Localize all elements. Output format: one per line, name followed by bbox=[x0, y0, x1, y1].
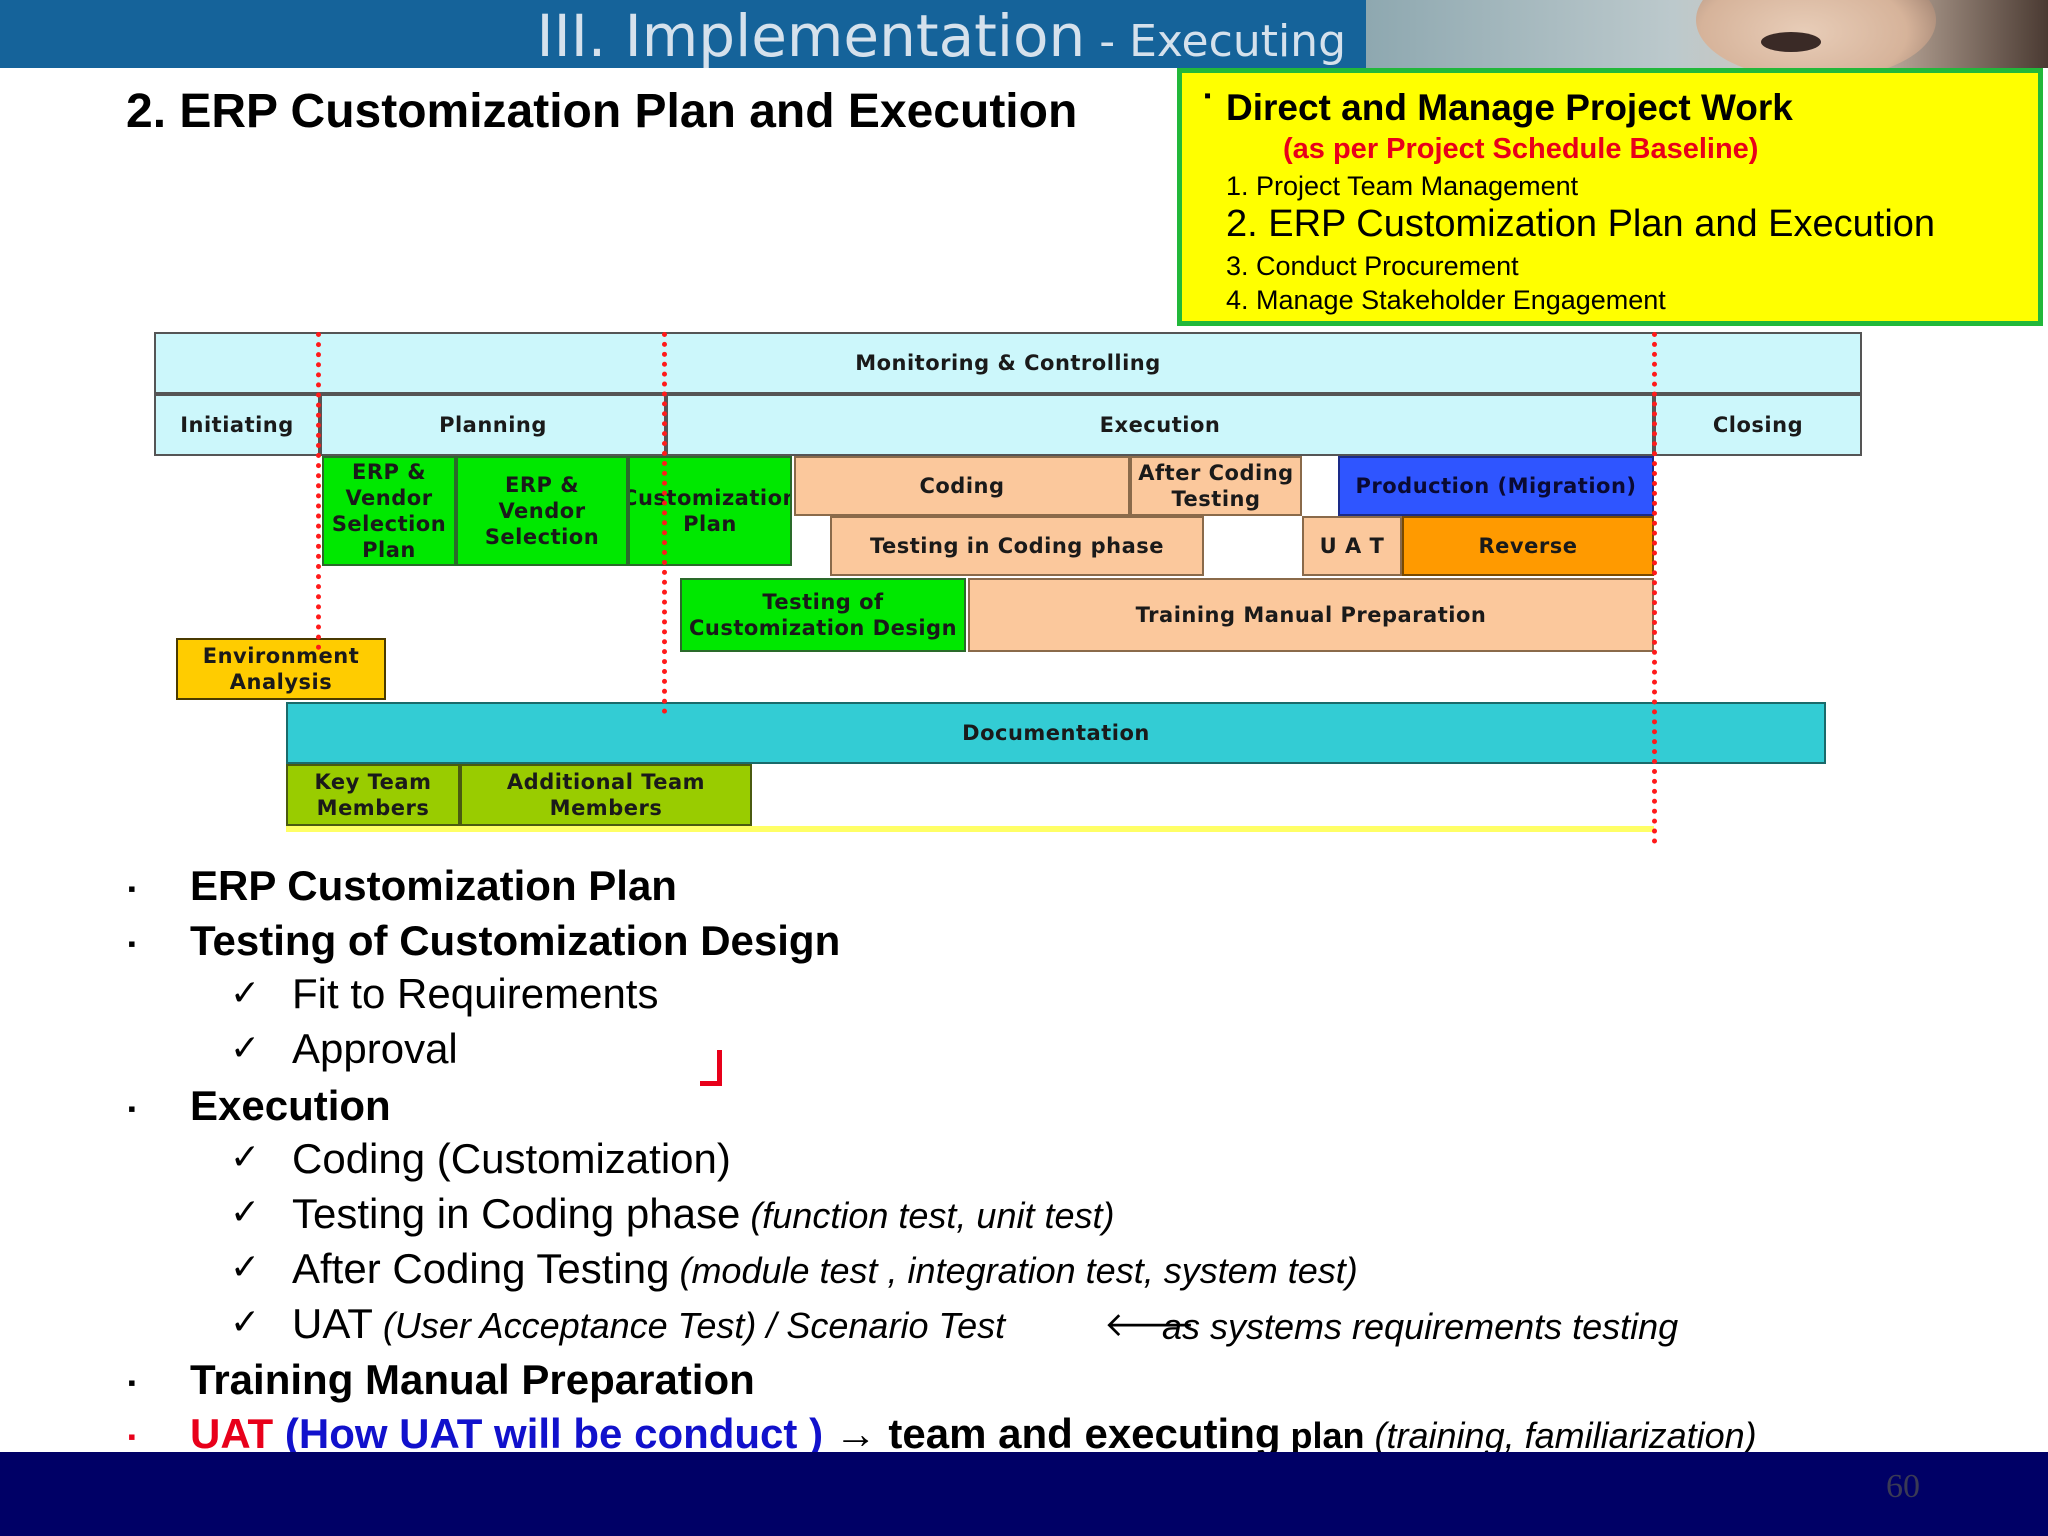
sub-after-coding-note: (module test , integration test, system … bbox=[669, 1250, 1358, 1291]
arrow-right-icon: → bbox=[823, 1410, 889, 1457]
sub-testing-coding: Testing in Coding phase (function test, … bbox=[292, 1190, 1114, 1238]
red-bracket-mark bbox=[700, 1050, 722, 1086]
check-icon: ✓ bbox=[230, 1301, 261, 1342]
header-bar bbox=[0, 0, 1366, 68]
bullet-icon: ▪ bbox=[128, 876, 136, 901]
check-icon: ✓ bbox=[230, 1027, 261, 1068]
check-icon: ✓ bbox=[230, 972, 261, 1013]
bullet-execution: Execution bbox=[190, 1082, 391, 1129]
page-number: 60 bbox=[1886, 1468, 1920, 1505]
process-item: 4. Manage Stakeholder Engagement bbox=[1226, 285, 1666, 315]
uat-red-label: UAT bbox=[190, 1410, 285, 1457]
bullet-training: Training Manual Preparation bbox=[190, 1356, 755, 1403]
sub-uat-note: (User Acceptance Test) / Scenario Test bbox=[372, 1305, 1006, 1346]
sub-uat-label: UAT bbox=[292, 1300, 373, 1347]
sub-after-coding-label: After Coding Testing bbox=[292, 1245, 670, 1292]
task-testing-coding-phase: Testing in Coding phase bbox=[830, 516, 1204, 576]
sub-testing-coding-label: Testing in Coding phase bbox=[292, 1190, 741, 1237]
process-item: 3. Conduct Procurement bbox=[1226, 251, 1519, 281]
sub-uat-note2: as systems requirements testing bbox=[1162, 1306, 1679, 1347]
sub-approval: Approval bbox=[292, 1025, 458, 1072]
face-image bbox=[1696, 0, 1936, 68]
eye-image bbox=[1761, 32, 1821, 52]
uat-plan-note: (training, familiarization) bbox=[1364, 1415, 1757, 1456]
bullet-testing-design: Testing of Customization Design bbox=[190, 917, 841, 964]
task-erp-vendor-selection: ERP & Vendor Selection bbox=[456, 456, 628, 566]
section-title: III. Implementation - Executing bbox=[0, 0, 1346, 70]
check-icon: ✓ bbox=[230, 1191, 261, 1232]
bullet-customization-plan: ERP Customization Plan bbox=[190, 862, 677, 909]
process-subheading: (as per Project Schedule Baseline) bbox=[1283, 133, 1759, 165]
slide-title: 2. ERP Customization Plan and Execution bbox=[126, 85, 1078, 138]
phase-planning: Planning bbox=[320, 394, 666, 456]
task-additional-team-members: Additional Team Members bbox=[460, 764, 752, 826]
uat-plan-label: plan bbox=[1280, 1415, 1365, 1456]
arrow-left-icon: 🡐 bbox=[1104, 1306, 1196, 1344]
section-title-sub: - Executing bbox=[1085, 16, 1346, 67]
sub-coding: Coding (Customization) bbox=[292, 1135, 731, 1182]
task-coding: Coding bbox=[794, 456, 1130, 516]
phase-closing: Closing bbox=[1654, 394, 1862, 456]
header-photo bbox=[1366, 0, 2048, 68]
task-testing-customization-design: Testing of Customization Design bbox=[680, 578, 966, 652]
task-reverse: Reverse bbox=[1402, 516, 1654, 576]
phase-boundary-planning bbox=[662, 332, 667, 714]
section-title-main: III. Implementation bbox=[536, 2, 1086, 70]
check-icon: ✓ bbox=[230, 1246, 261, 1287]
bullet-icon: ▪ bbox=[128, 1370, 136, 1395]
phase-boundary-initiating bbox=[316, 332, 321, 650]
phase-initiating: Initiating bbox=[154, 394, 320, 456]
sub-testing-coding-note: (function test, unit test) bbox=[740, 1195, 1115, 1236]
monitoring-controlling-bar: Monitoring & Controlling bbox=[154, 332, 1862, 394]
uat-blue-label: (How UAT will be conduct ) bbox=[284, 1410, 824, 1457]
task-environment-analysis: Environment Analysis bbox=[176, 638, 386, 700]
bullet-icon: ▪ bbox=[128, 1096, 136, 1121]
bullet-icon-red: ▪ bbox=[128, 1424, 136, 1449]
sub-after-coding: After Coding Testing (module test , inte… bbox=[292, 1245, 1358, 1293]
task-production-migration: Production (Migration) bbox=[1338, 456, 1654, 516]
process-item: 1. Project Team Management bbox=[1226, 171, 1579, 201]
task-erp-vendor-selection-plan: ERP & Vendor Selection Plan bbox=[322, 456, 456, 566]
task-customization-plan: Customization Plan bbox=[628, 456, 792, 566]
sub-uat: UAT (User Acceptance Test) / Scenario Te… bbox=[292, 1300, 1005, 1348]
task-key-team-members: Key Team Members bbox=[286, 764, 460, 826]
process-heading: Direct and Manage Project Work bbox=[1226, 87, 1793, 128]
footer-bar bbox=[0, 1452, 2048, 1536]
team-timeline-strip bbox=[286, 826, 1654, 832]
bullet-uat-plan: UAT (How UAT will be conduct ) → team an… bbox=[190, 1410, 1757, 1458]
process-highlight-box: ▪ Direct and Manage Project Work (as per… bbox=[1177, 68, 2043, 326]
bullet-icon: ▪ bbox=[1204, 85, 1212, 107]
phase-boundary-execution bbox=[1652, 332, 1657, 844]
task-uat: U A T bbox=[1302, 516, 1402, 576]
process-item-current: 2. ERP Customization Plan and Execution bbox=[1226, 203, 1936, 245]
uat-team-label: team and executing bbox=[888, 1410, 1281, 1457]
task-after-coding-testing: After Coding Testing bbox=[1130, 456, 1302, 516]
phase-diagram: Monitoring & Controlling Initiating Plan… bbox=[0, 320, 2048, 844]
phase-execution: Execution bbox=[666, 394, 1654, 456]
sub-fit-requirements: Fit to Requirements bbox=[292, 970, 659, 1017]
check-icon: ✓ bbox=[230, 1136, 261, 1177]
bullet-icon: ▪ bbox=[128, 931, 136, 956]
task-documentation: Documentation bbox=[286, 702, 1826, 764]
task-training-manual-preparation: Training Manual Preparation bbox=[968, 578, 1654, 652]
